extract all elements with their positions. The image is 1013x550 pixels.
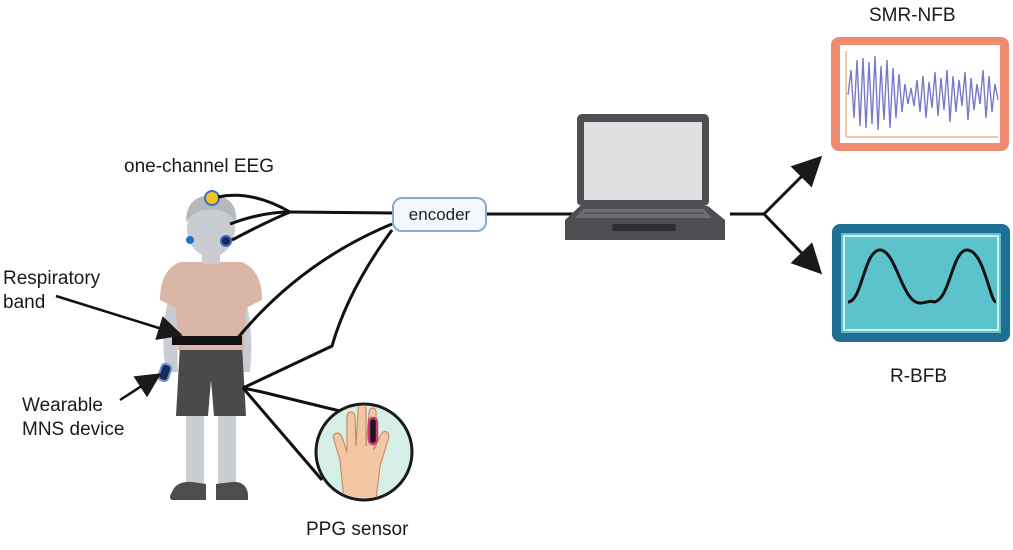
ppg-label: PPG sensor <box>306 519 409 540</box>
ear-electrode-right-icon <box>220 235 232 247</box>
respiratory-arrow <box>55 294 183 340</box>
encoder-box: encoder <box>392 197 487 232</box>
eeg-waveform <box>847 55 999 131</box>
laptop-icon <box>565 114 725 240</box>
r-bfb-screen <box>832 224 1010 342</box>
smr-nfb-label: SMR-NFB <box>869 5 956 26</box>
wearable-arrow <box>119 373 162 402</box>
eeg-electrode-icon <box>204 190 220 206</box>
respiratory-band-icon <box>172 336 242 345</box>
ppg-sensor-icon <box>367 416 379 446</box>
encoder-label: encoder <box>408 204 471 224</box>
wearable-label-line1: Wearable <box>22 395 103 416</box>
child-figure-icon <box>157 190 262 500</box>
r-bfb-label: R-BFB <box>890 366 947 387</box>
arrow-to-r-bfb <box>762 212 823 275</box>
eeg-label: one-channel EEG <box>124 156 274 177</box>
arrow-to-smr-nfb <box>762 155 823 216</box>
respiratory-label-line1: Respiratory <box>3 268 101 289</box>
smr-nfb-screen <box>831 37 1009 151</box>
wrist-device-icon <box>157 362 173 383</box>
ppg-inset <box>314 402 414 502</box>
wearable-label-line2: MNS device <box>22 419 125 440</box>
respiration-waveform <box>847 248 998 305</box>
cables <box>217 193 764 481</box>
respiratory-label-line2: band <box>3 292 46 313</box>
ear-electrode-left-icon <box>186 236 194 244</box>
